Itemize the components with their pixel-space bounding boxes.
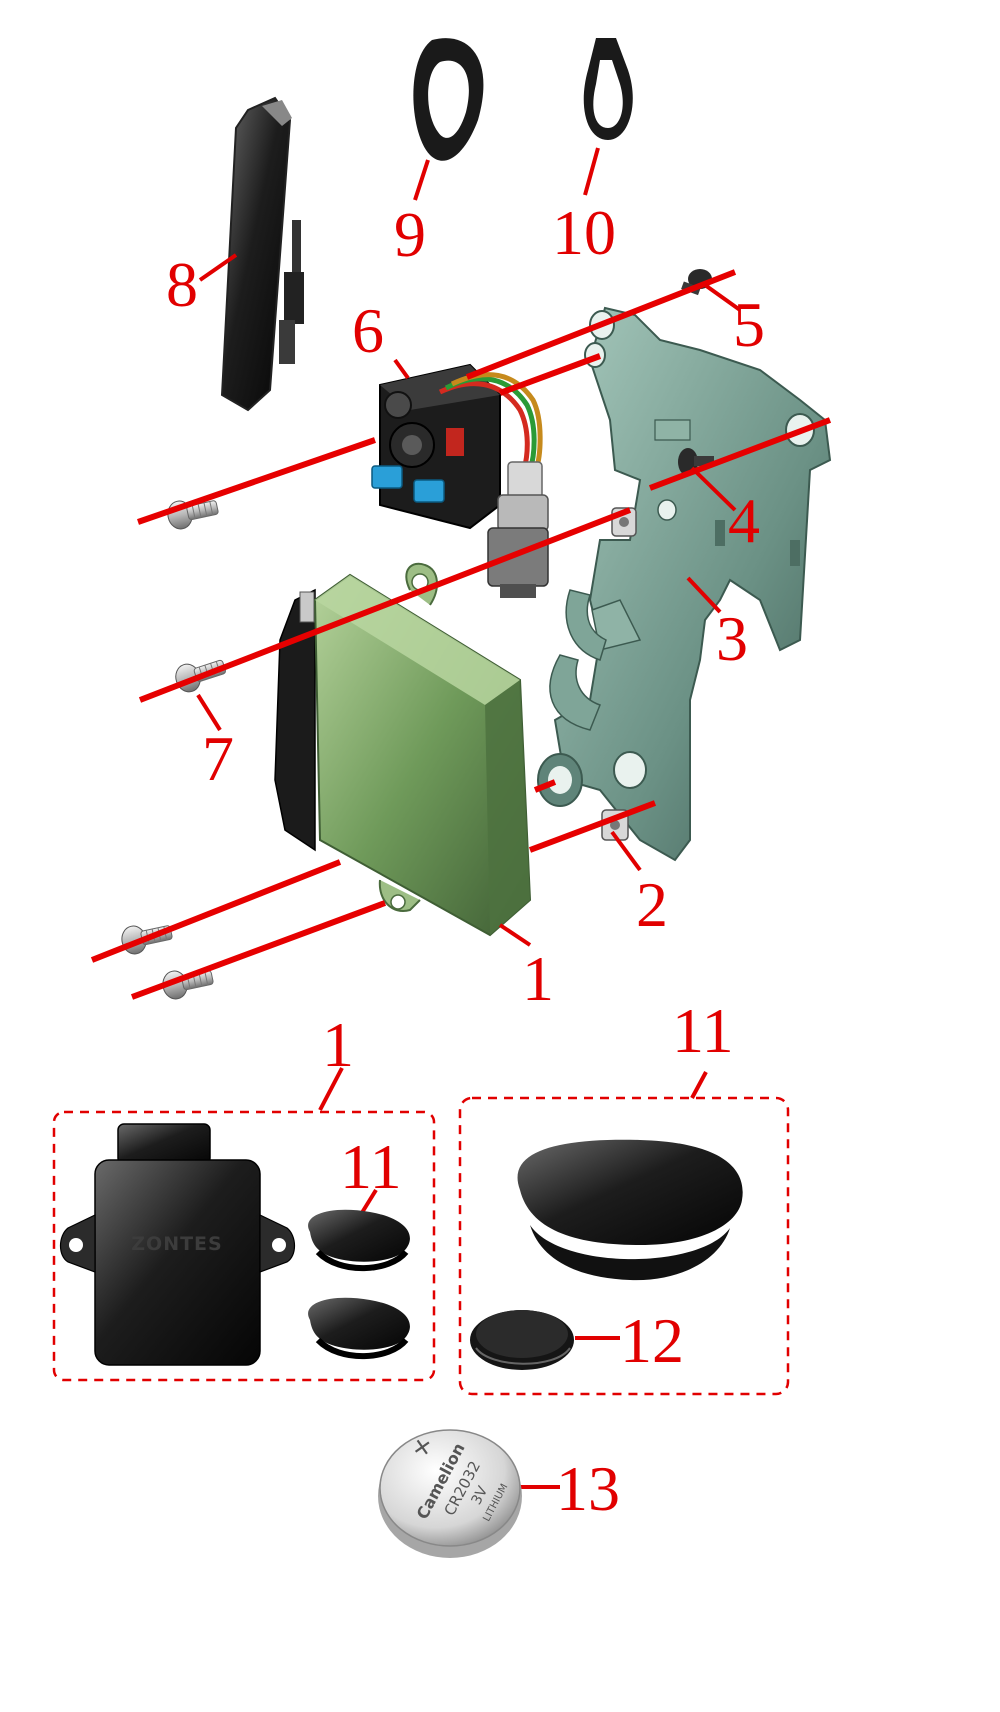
callout-5: 5 bbox=[733, 289, 765, 360]
part-1-main-unit bbox=[274, 562, 532, 937]
detail-part-12-seal bbox=[470, 1310, 574, 1370]
callout-3: 3 bbox=[716, 603, 748, 674]
part-6-receiver-module bbox=[371, 363, 549, 598]
callout-2: 2 bbox=[636, 869, 668, 940]
part-8-key-holder bbox=[220, 96, 304, 412]
detail-rubber-cap-upper bbox=[308, 1209, 410, 1272]
zontes-logo-text: ZONTES bbox=[131, 1233, 222, 1255]
callout-12: 12 bbox=[620, 1305, 684, 1376]
part-10-lanyard-loop bbox=[583, 38, 633, 140]
part-13-coin-battery: + Camelion CR2032 3V LITHIUM bbox=[378, 1429, 522, 1558]
callout-4: 4 bbox=[728, 485, 760, 556]
detail-box-part-11 bbox=[458, 1096, 790, 1396]
callout-1-detail: 1 bbox=[322, 1009, 354, 1080]
battery-voltage-text: 3V bbox=[468, 1483, 491, 1507]
detail-part-11-rubber-cap bbox=[517, 1139, 743, 1281]
part-9-wrist-strap bbox=[413, 38, 484, 161]
callout-8: 8 bbox=[166, 249, 198, 320]
detail-part-1-main-unit: ZONTES bbox=[59, 1123, 296, 1366]
callout-1: 1 bbox=[522, 943, 554, 1014]
callout-labels: 8 9 10 5 6 4 3 7 2 1 1 11 11 12 13 bbox=[166, 197, 765, 1524]
detail-box-part-1 bbox=[52, 1110, 436, 1382]
callout-11-inset: 11 bbox=[340, 1131, 402, 1202]
part-3-mounting-bracket bbox=[537, 306, 832, 862]
assembly-axis-lines bbox=[90, 269, 832, 1000]
detail-rubber-cap-lower bbox=[308, 1297, 410, 1360]
callout-11-detail: 11 bbox=[672, 995, 734, 1066]
callout-13: 13 bbox=[556, 1453, 620, 1524]
callout-9: 9 bbox=[394, 199, 426, 270]
callout-7: 7 bbox=[202, 723, 234, 794]
callout-10: 10 bbox=[552, 197, 616, 268]
callout-6: 6 bbox=[352, 295, 384, 366]
leader-lines bbox=[196, 147, 742, 1489]
